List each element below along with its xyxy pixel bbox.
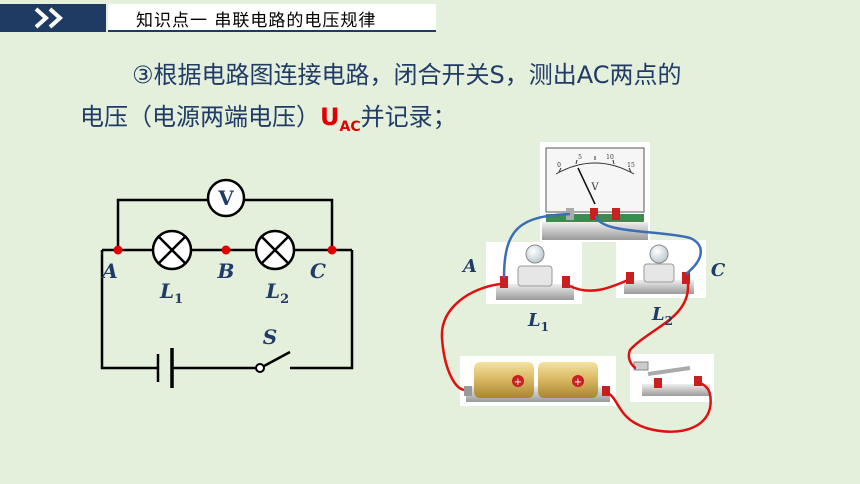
junction-b-dot	[221, 245, 231, 255]
voltmeter-label: V	[217, 186, 234, 210]
junction-c-dot	[327, 245, 337, 255]
header-title-box	[108, 4, 436, 32]
lamp-l1-symbol	[151, 229, 193, 271]
lamp2-label: L2	[265, 279, 289, 307]
battery-device: + +	[460, 356, 616, 406]
svg-text:10: 10	[606, 154, 614, 161]
circuit-schematic: V A B C L1 L2 S	[100, 178, 354, 388]
apparatus-illustration: 0 5 10 15 V + +	[440, 142, 726, 433]
point-a-label: A	[100, 259, 118, 283]
header-accent-block	[0, 4, 106, 32]
header-bar: 知识点一 串联电路的电压规律	[0, 0, 860, 34]
lamp-l1-device	[486, 242, 582, 304]
junction-a-dot	[113, 245, 123, 255]
page-title: 知识点一 串联电路的电压规律	[136, 11, 377, 31]
svg-text:5: 5	[578, 154, 582, 161]
photo-point-a-label: A	[461, 256, 477, 277]
switch-device	[630, 354, 714, 402]
svg-text:15: 15	[627, 162, 635, 169]
instruction-line-1: ③根据电路图连接电路，闭合开关S，测出AC两点的	[132, 61, 682, 89]
lamp-l2-device	[616, 240, 706, 298]
lamp-l2-symbol	[254, 229, 296, 271]
svg-text:0: 0	[557, 162, 561, 169]
point-c-label: C	[310, 259, 326, 283]
point-b-label: B	[217, 259, 235, 283]
instruction-line-2-end: 并记录；	[360, 103, 457, 131]
voltage-symbol: UAC	[320, 103, 361, 135]
voltmeter-symbol: V	[206, 178, 246, 218]
photo-lamp2-label: L2	[651, 304, 673, 328]
meter-letter: V	[590, 182, 599, 193]
switch-label: S	[263, 325, 277, 349]
voltmeter-device: 0 5 10 15 V	[540, 142, 650, 242]
lamp1-label: L1	[159, 279, 183, 307]
photo-point-c-label: C	[711, 260, 726, 281]
instruction-line-2-start: 电压（电源两端电压）	[80, 103, 320, 131]
switch-symbol	[255, 350, 291, 373]
double-chevron-icon	[34, 7, 63, 29]
instruction-line-2: 电压（电源两端电压）UAC并记录；	[80, 97, 457, 135]
battery-symbol	[156, 348, 176, 388]
svg-text:+: +	[574, 377, 582, 388]
svg-text:+: +	[514, 377, 522, 388]
photo-lamp1-label: L1	[527, 310, 549, 334]
